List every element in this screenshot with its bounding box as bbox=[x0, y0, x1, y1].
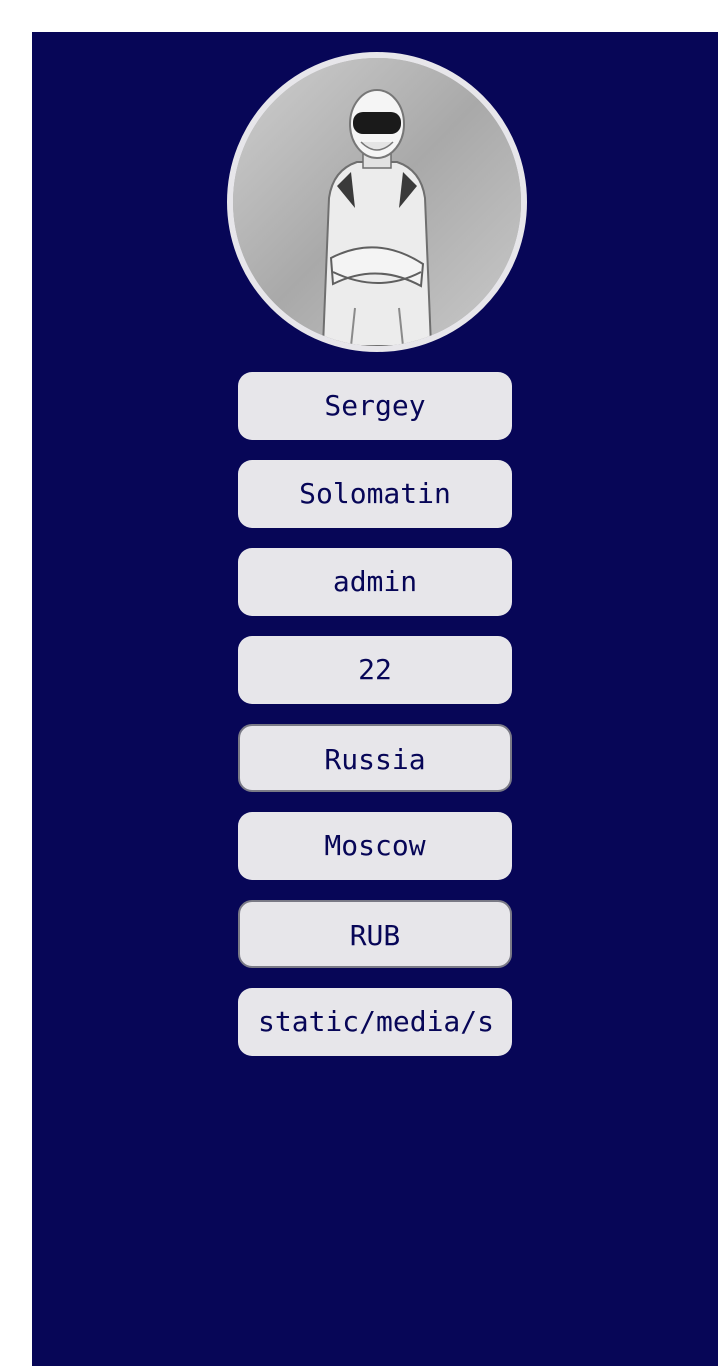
avatar-image bbox=[233, 58, 521, 346]
currency-select[interactable]: RUB bbox=[238, 900, 512, 968]
country-select[interactable]: Russia bbox=[238, 724, 512, 792]
profile-panel: Sergey Solomatin admin 22 Russia Moscow … bbox=[32, 32, 718, 1366]
first-name-field[interactable]: Sergey bbox=[238, 372, 512, 440]
avatar[interactable] bbox=[227, 52, 527, 352]
city-field[interactable]: Moscow bbox=[238, 812, 512, 880]
age-field[interactable]: 22 bbox=[238, 636, 512, 704]
last-name-field[interactable]: Solomatin bbox=[238, 460, 512, 528]
role-field[interactable]: admin bbox=[238, 548, 512, 616]
avatar-path-field[interactable]: static/media/s bbox=[238, 988, 512, 1056]
